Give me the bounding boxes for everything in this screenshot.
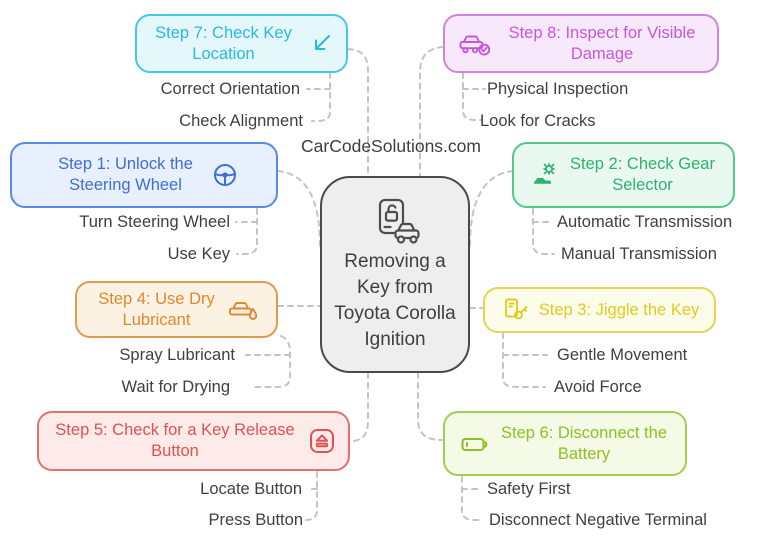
eject-button-icon bbox=[308, 427, 336, 455]
step-title: Step 8: Inspect for Visible Damage bbox=[508, 23, 696, 63]
center-node: Removing a Key from Toyota Corolla Ignit… bbox=[320, 176, 470, 373]
step-6-node: Step 6: Disconnect the Battery bbox=[443, 411, 687, 476]
step-1-node: Step 1: Unlock the Steering Wheel bbox=[10, 142, 278, 208]
subitem-label: Automatic Transmission bbox=[557, 213, 733, 231]
step-title: Step 2: Check Gear Selector bbox=[570, 155, 715, 194]
battery-icon bbox=[460, 432, 489, 456]
step-title: Step 4: Use Dry Lubricant bbox=[98, 289, 215, 329]
subitem-label: Use Key bbox=[167, 245, 230, 263]
center-title: Removing a Key from Toyota Corolla Ignit… bbox=[334, 250, 456, 350]
subitem-label: Turn Steering Wheel bbox=[79, 213, 230, 231]
subitem-label: Disconnect Negative Terminal bbox=[489, 511, 707, 529]
subitem-label: Spray Lubricant bbox=[119, 346, 235, 364]
step-7-node: Step 7: Check Key Location bbox=[135, 14, 348, 73]
subitem-label: Check Alignment bbox=[179, 112, 303, 130]
subitem-label: Look for Cracks bbox=[480, 112, 596, 130]
car-lubricant-icon bbox=[227, 297, 258, 323]
gear-car-icon bbox=[530, 161, 559, 189]
step-4-node: Step 4: Use Dry Lubricant bbox=[75, 281, 278, 338]
step-8-node: Step 8: Inspect for Visible Damage bbox=[443, 14, 719, 73]
subitem-label: Press Button bbox=[208, 511, 303, 529]
subitem-label: Safety First bbox=[487, 480, 571, 498]
steering-wheel-icon bbox=[211, 161, 239, 189]
subitem-label: Wait for Drying bbox=[121, 378, 231, 396]
watermark: CarCodeSolutions.com bbox=[301, 136, 481, 156]
car-check-icon bbox=[458, 31, 491, 57]
step-title: Step 6: Disconnect the Battery bbox=[500, 423, 667, 463]
step-title: Step 7: Check Key Location bbox=[155, 23, 292, 63]
subitem-label: Locate Button bbox=[200, 480, 302, 498]
key-fob-car-icon bbox=[364, 197, 426, 245]
step-5-node: Step 5: Check for a Key Release Button bbox=[37, 411, 350, 471]
step-3-node: Step 3: Jiggle the Key bbox=[483, 287, 716, 333]
subitem-label: Physical Inspection bbox=[487, 80, 629, 98]
subitem-label: Avoid Force bbox=[554, 378, 642, 396]
subitem-label: Gentle Movement bbox=[557, 346, 688, 364]
step-title: Step 5: Check for a Key Release Button bbox=[55, 421, 295, 460]
subitem-label: Manual Transmission bbox=[561, 245, 717, 263]
step-2-node: Step 2: Check Gear Selector bbox=[512, 142, 735, 208]
subitem-label: Correct Orientation bbox=[160, 80, 300, 98]
step-title: Step 3: Jiggle the Key bbox=[538, 300, 700, 319]
step-title: Step 1: Unlock the Steering Wheel bbox=[58, 155, 193, 194]
ignition-key-icon bbox=[500, 296, 530, 324]
arrow-down-left-icon bbox=[308, 30, 335, 57]
